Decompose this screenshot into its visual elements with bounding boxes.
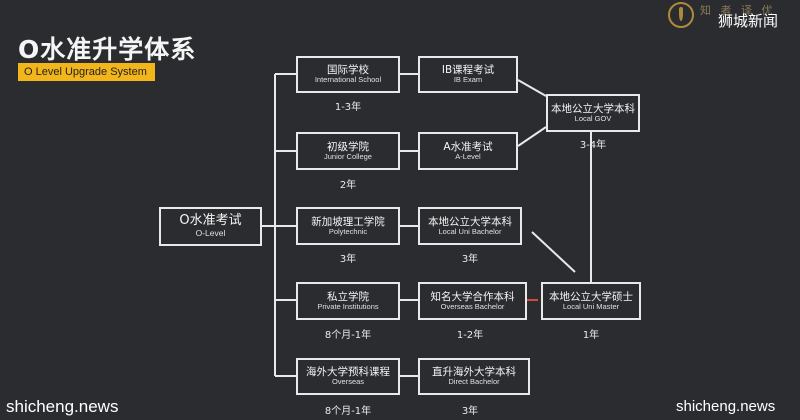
node-junior-college: 初级学院 Junior College — [296, 132, 400, 170]
duration-label: 1-3年 — [334, 102, 362, 113]
node-sublabel: Overseas Bachelor — [440, 301, 505, 311]
node-label: 新加坡理工学院 — [311, 215, 385, 228]
node-sublabel: Private Institutions — [317, 301, 379, 311]
node-label: 海外大学预科课程 — [306, 366, 390, 379]
node-sublabel: Direct Bachelor — [448, 377, 500, 387]
duration-label: 3年 — [339, 254, 357, 265]
node-label: IB课程考试 — [441, 64, 495, 77]
duration-label: 3年 — [461, 406, 479, 417]
node-international-school: 国际学校 International School — [296, 56, 400, 93]
node-sublabel: Local Uni Master — [562, 301, 620, 311]
duration-label: 8个月-1年 — [324, 330, 372, 341]
node-label: A水准考试 — [443, 140, 493, 153]
node-polytechnic: 新加坡理工学院 Polytechnic — [296, 207, 400, 245]
node-overseas-foundation: 海外大学预科课程 Overseas — [296, 358, 400, 395]
duration-label: 3-4年 — [579, 140, 607, 151]
page-subtitle: O Level Upgrade System — [18, 63, 155, 81]
node-label: 知名大学合作本科 — [430, 290, 515, 303]
duration-label: 1年 — [582, 330, 600, 341]
duration-label: 8个月-1年 — [324, 406, 372, 417]
node-sublabel: O-Level — [195, 228, 226, 239]
node-label: 本地公立大学本科 — [428, 215, 512, 228]
node-overseas-bachelor: 知名大学合作本科 Overseas Bachelor — [418, 282, 527, 320]
node-label: 私立学院 — [327, 290, 369, 303]
node-label: O水准考试 — [179, 213, 242, 229]
node-label: 初级学院 — [327, 140, 369, 153]
node-sublabel: IB Exam — [453, 75, 483, 85]
duration-label: 3年 — [461, 254, 479, 265]
node-ib-exam: IB课程考试 IB Exam — [418, 56, 518, 93]
node-local-gov: 本地公立大学本科 Local GOV — [546, 94, 640, 132]
node-sublabel: Local GOV — [574, 113, 612, 123]
node-local-uni-bachelor: 本地公立大学本科 Local Uni Bachelor — [418, 207, 522, 245]
node-private-institutions: 私立学院 Private Institutions — [296, 282, 400, 320]
logo-text: 知 者 译 优 — [700, 4, 776, 17]
duration-label: 2年 — [339, 180, 357, 191]
node-label: 国际学校 — [327, 64, 369, 77]
node-sublabel: A-Level — [455, 151, 481, 161]
node-a-level: A水准考试 A-Level — [418, 132, 518, 170]
pen-nib-icon — [668, 2, 694, 28]
node-label: 本地公立大学硕士 — [549, 290, 633, 303]
node-sublabel: Polytechnic — [328, 226, 368, 236]
watermark-right: shicheng.news — [676, 398, 776, 415]
node-sublabel: International School — [314, 75, 382, 85]
page-title: O水准升学体系 — [18, 35, 197, 64]
node-sublabel: Junior College — [324, 151, 372, 161]
node-local-uni-master: 本地公立大学硕士 Local Uni Master — [541, 282, 641, 320]
duration-label: 1-2年 — [456, 330, 484, 341]
node-sublabel: Local Uni Bachelor — [438, 226, 502, 236]
node-sublabel: Overseas — [331, 377, 365, 387]
source-label: 狮城新闻 — [718, 12, 779, 30]
node-label: 直升海外大学本科 — [432, 366, 516, 379]
node-o-level: O水准考试 O-Level — [159, 207, 262, 246]
node-direct-bachelor: 直升海外大学本科 Direct Bachelor — [418, 358, 530, 395]
watermark-left: shicheng.news — [6, 397, 119, 416]
node-label: 本地公立大学本科 — [551, 102, 635, 115]
